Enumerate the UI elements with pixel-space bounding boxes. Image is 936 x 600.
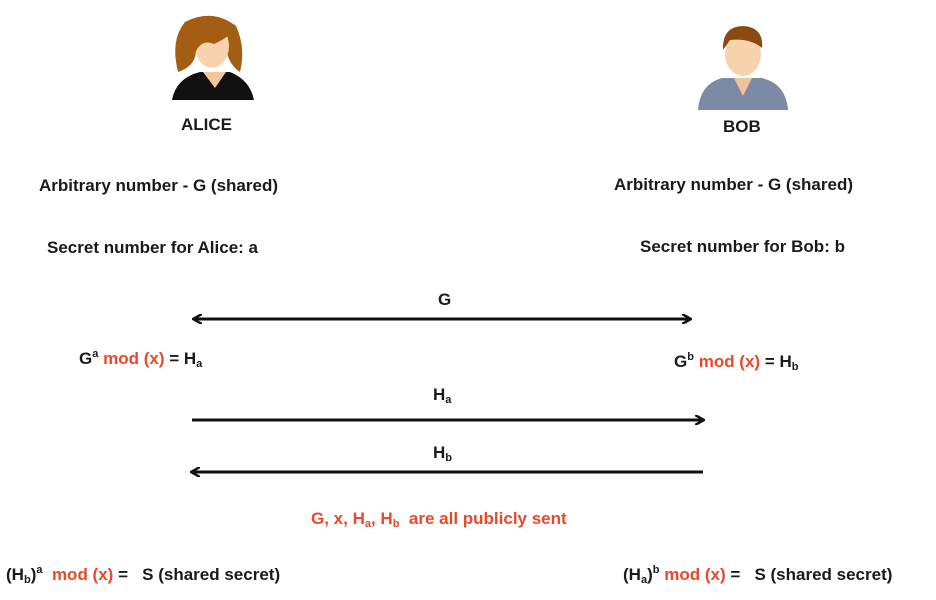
final-result: = S (shared secret) bbox=[118, 565, 281, 584]
formula-exp: b bbox=[687, 351, 694, 363]
final-open: (H bbox=[623, 565, 641, 584]
arrow-ha-label: Ha bbox=[433, 385, 451, 406]
final-result: = S (shared secret) bbox=[730, 565, 893, 584]
alice-shared-number: Arbitrary number - G (shared) bbox=[39, 176, 278, 195]
alice-formula: Ga mod (x) = Ha bbox=[79, 348, 202, 370]
bob-shared-number: Arbitrary number - G (shared) bbox=[614, 175, 853, 194]
formula-base: G bbox=[674, 352, 688, 371]
final-exp: b bbox=[652, 564, 660, 576]
label-base: H bbox=[433, 385, 446, 404]
note-part: are all publicly sent bbox=[399, 509, 567, 528]
formula-base: G bbox=[79, 349, 93, 368]
final-exp: a bbox=[36, 564, 43, 576]
label-base: H bbox=[433, 443, 446, 462]
final-sub: a bbox=[640, 574, 648, 586]
label-sub: a bbox=[445, 394, 452, 406]
final-close: ) bbox=[647, 565, 653, 584]
formula-result: = H bbox=[169, 349, 197, 368]
formula-result: = H bbox=[764, 352, 792, 371]
final-sub: b bbox=[23, 574, 31, 586]
bob-final-formula: (Ha)b mod (x) = S (shared secret) bbox=[623, 564, 892, 586]
note-part: G, x, H bbox=[311, 509, 365, 528]
note-sub: a bbox=[364, 518, 371, 530]
alice-final-formula: (Hb)a mod (x) = S (shared secret) bbox=[6, 564, 280, 586]
arrow-hb-label: Hb bbox=[433, 443, 452, 464]
alice-name: ALICE bbox=[181, 115, 232, 134]
bob-formula: Gb mod (x) = Hb bbox=[674, 351, 799, 373]
formula-mod: mod (x) bbox=[103, 349, 165, 368]
final-mod: mod (x) bbox=[664, 565, 726, 584]
note-sub: b bbox=[392, 518, 400, 530]
bob-name: BOB bbox=[723, 117, 761, 136]
public-note: G, x, Ha, Hb are all publicly sent bbox=[311, 509, 567, 530]
formula-sub: b bbox=[791, 361, 799, 373]
alice-avatar-icon bbox=[172, 15, 254, 100]
formula-sub: a bbox=[196, 358, 203, 370]
bob-secret-number: Secret number for Bob: b bbox=[640, 237, 845, 256]
bob-avatar-icon bbox=[698, 26, 788, 110]
final-mod: mod (x) bbox=[51, 565, 114, 584]
final-open: (H bbox=[6, 565, 24, 584]
alice-secret-number: Secret number for Alice: a bbox=[47, 238, 258, 257]
arrow-g-label: G bbox=[438, 290, 452, 309]
final-close: ) bbox=[30, 565, 37, 584]
formula-exp: a bbox=[92, 348, 99, 360]
note-part: , H bbox=[370, 509, 393, 528]
formula-mod: mod (x) bbox=[698, 352, 761, 371]
label-sub: b bbox=[445, 452, 453, 464]
